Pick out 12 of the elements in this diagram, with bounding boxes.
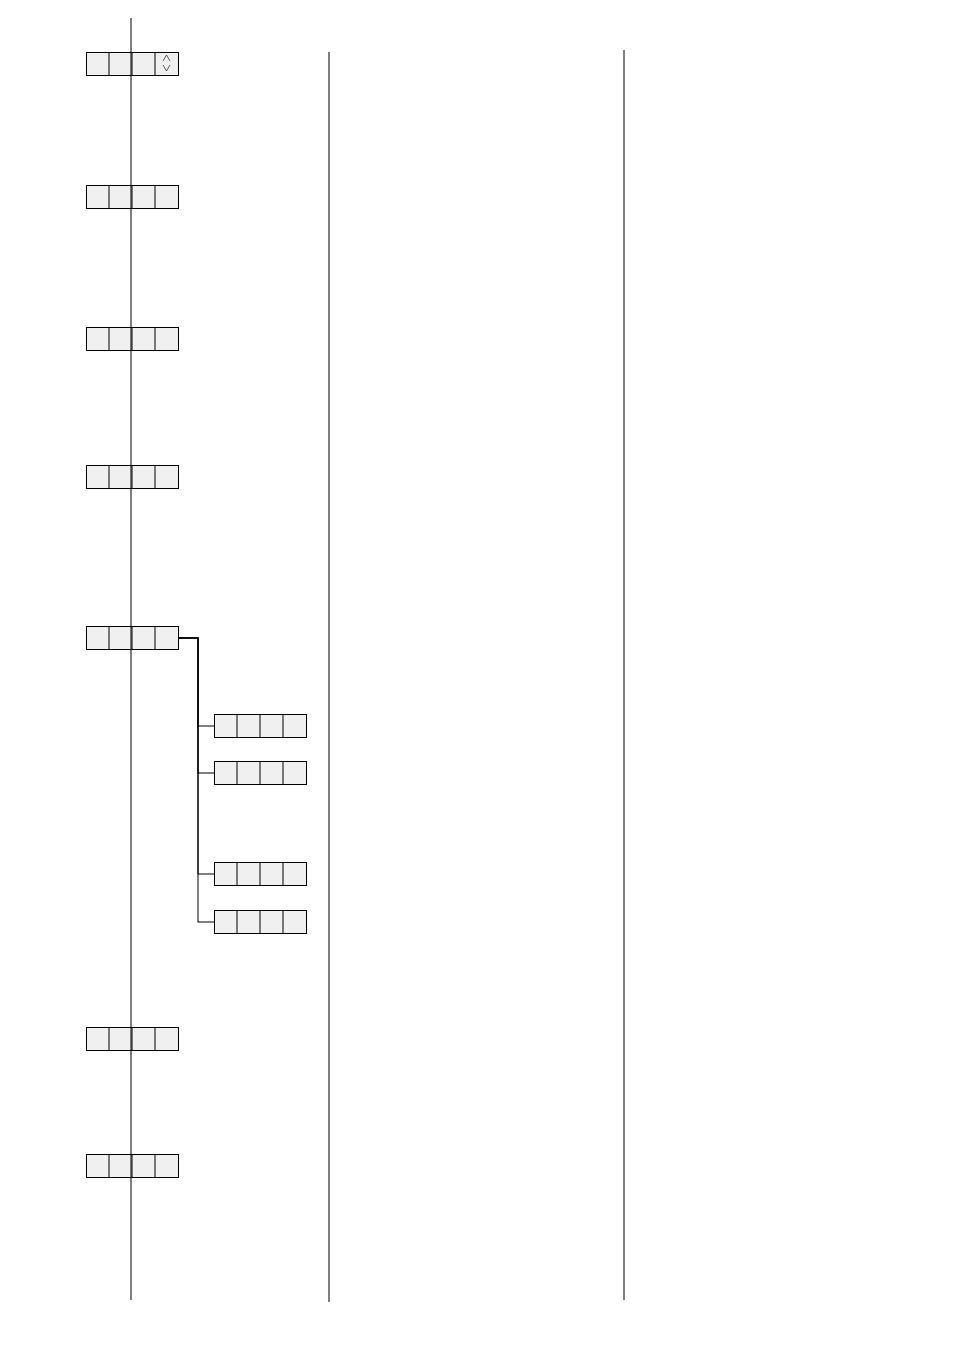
display-box — [86, 184, 179, 209]
connector — [178, 637, 215, 923]
display-box — [86, 1026, 179, 1051]
display-box — [86, 326, 179, 351]
display-box — [86, 625, 179, 650]
display-box — [86, 1153, 179, 1178]
display-box — [86, 51, 179, 76]
display-box — [214, 713, 307, 738]
display-box — [214, 861, 307, 886]
display-box — [214, 909, 307, 934]
display-box — [214, 760, 307, 785]
display-box — [86, 464, 179, 489]
